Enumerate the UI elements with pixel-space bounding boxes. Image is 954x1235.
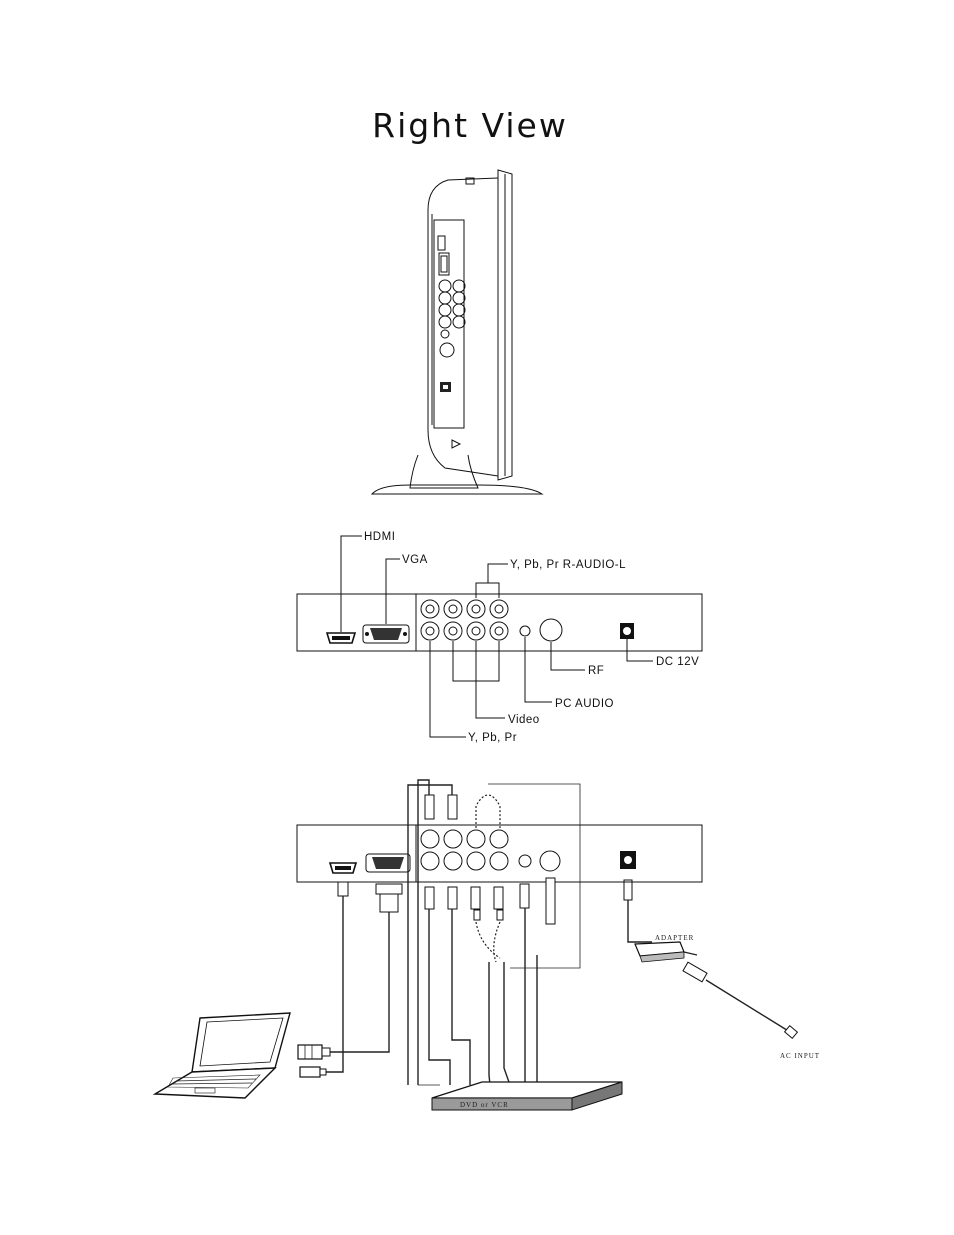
dc12v-label: DC 12V: [656, 656, 699, 668]
pc-audio-label: PC AUDIO: [555, 698, 614, 710]
vga-port-icon: [366, 854, 410, 872]
tv-side-view: [372, 170, 542, 494]
video-label: Video: [508, 714, 540, 726]
rf-connector-icon: [540, 619, 562, 641]
power-adapter-icon: [635, 942, 697, 962]
hdmi-label: HDMI: [364, 531, 395, 543]
hdmi-port-icon: [327, 633, 355, 643]
ac-input-label: AC INPUT: [780, 1052, 820, 1060]
dc-power-jack-icon: [620, 623, 634, 639]
vga-connector: [298, 1045, 330, 1059]
ypbpr-label: Y, Pb, Pr: [468, 732, 517, 744]
vga-port-icon: [363, 625, 409, 643]
dvd-vcr-label: DVD or VCR: [460, 1101, 509, 1109]
adapter-label: ADAPTER: [655, 934, 694, 942]
ypbpr-audio-label: Y, Pb, Pr R-AUDIO-L: [510, 559, 626, 571]
port-panel-labeled: HDMI VGA Y, Pb, Pr R-AUDIO-L RF DC 12V P…: [297, 531, 702, 744]
plug-icon: [683, 962, 797, 1038]
audio-connector: [300, 1067, 326, 1077]
rca-jack-icon: [421, 600, 508, 640]
vga-label: VGA: [402, 554, 428, 566]
hdmi-port-icon: [330, 863, 356, 873]
laptop-icon: [155, 1013, 290, 1098]
rf-label: RF: [588, 665, 604, 677]
port-panel-connected: [297, 780, 702, 1085]
